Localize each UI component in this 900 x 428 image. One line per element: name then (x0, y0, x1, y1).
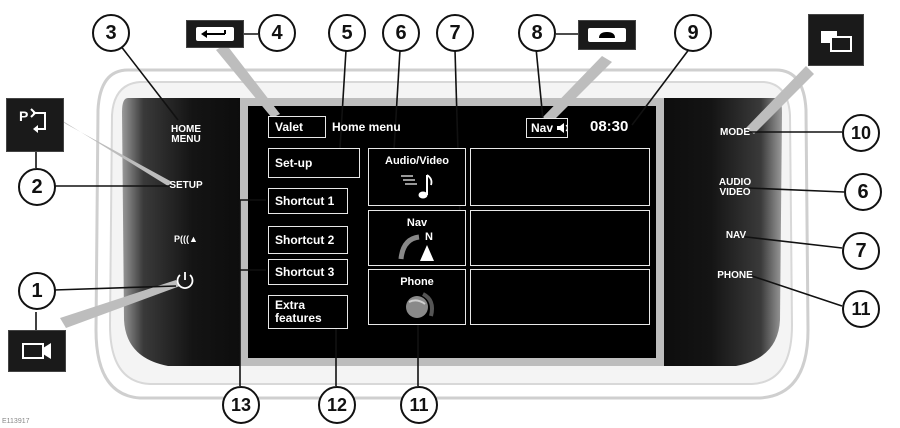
nav-status-label: Nav (531, 121, 554, 135)
phone-hangup-icon (588, 28, 626, 42)
compass-icon (398, 234, 434, 261)
mode-key[interactable] (808, 14, 864, 66)
callout-7: 7 (436, 14, 474, 52)
audio-video-tile[interactable]: Audio/Video (368, 148, 466, 206)
phone-tile-label: Phone (400, 276, 434, 288)
nav-label[interactable]: NAV (725, 230, 747, 241)
callout-4: 4 (258, 14, 296, 52)
empty-panel-1 (470, 148, 650, 206)
callout-7-right: 7 (842, 232, 880, 270)
callout-6: 6 (382, 14, 420, 52)
callout-8: 8 (518, 14, 556, 52)
home-menu-label-line2: MENU (171, 134, 201, 145)
phone-tile[interactable]: Phone (368, 269, 466, 325)
callout-13: 13 (222, 386, 260, 424)
home-menu-label[interactable]: HOME MENU (162, 125, 210, 145)
extra-features-line1: Extra (275, 298, 306, 312)
pointer-beam-camera (60, 280, 180, 328)
svg-text:P: P (19, 108, 28, 124)
return-arrow-icon (196, 27, 234, 41)
pointer-beam-mode (746, 66, 814, 134)
callout-6-right: 6 (844, 173, 882, 211)
park-setup-key[interactable]: P (6, 98, 64, 152)
park-setup-icon: P (19, 108, 46, 133)
setup-label[interactable]: SETUP (169, 180, 203, 191)
figure-code: E113917 (2, 418, 30, 425)
shortcut-2-button[interactable]: Shortcut 2 (268, 226, 348, 254)
empty-panel-2 (470, 210, 650, 266)
extra-features-line2: features (275, 311, 322, 325)
shortcut-3-button[interactable]: Shortcut 3 (268, 259, 348, 285)
bezel-outline-outer (94, 68, 810, 400)
globe-phone-icon (406, 292, 434, 318)
home-menu-label-line1: HOME (171, 124, 201, 135)
screen-title: Home menu (332, 120, 401, 134)
power-icon[interactable] (174, 269, 196, 291)
phone-label[interactable]: PHONE (717, 270, 753, 281)
pointer-beam-setup (58, 118, 172, 186)
nav-tile-label: Nav (406, 217, 428, 229)
empty-panel-3 (470, 269, 650, 325)
hangup-key[interactable] (578, 20, 636, 50)
pointer-beam-hangup (542, 56, 612, 124)
extra-features-button[interactable]: Extra features (268, 295, 348, 329)
audio-video-label-line2: VIDEO (719, 187, 751, 198)
compass-north-label: N (425, 231, 433, 243)
camera-icon (22, 343, 51, 359)
callout-3: 3 (92, 14, 130, 52)
setup-button[interactable]: Set-up (268, 148, 360, 178)
audio-video-label[interactable]: AUDIO VIDEO (708, 178, 762, 198)
nav-tile[interactable]: Nav N (368, 210, 466, 266)
callout-2: 2 (18, 168, 56, 206)
callout-5: 5 (328, 14, 366, 52)
callout-9: 9 (674, 14, 712, 52)
callout-10: 10 (842, 114, 880, 152)
left-panel-shape (122, 98, 240, 366)
audio-video-tile-label: Audio/Video (385, 155, 449, 167)
music-note-icon (401, 174, 433, 199)
audio-video-label-line1: AUDIO (718, 177, 752, 188)
callout-1: 1 (18, 272, 56, 310)
pointer-beam-back (216, 44, 280, 118)
park-assist-label[interactable]: P(((▲ (174, 234, 198, 244)
clock: 08:30 (590, 118, 629, 135)
back-key[interactable] (186, 20, 244, 48)
valet-button[interactable]: Valet (268, 116, 326, 138)
right-panel-shape (664, 98, 782, 366)
dual-view-icon (821, 31, 852, 52)
callout-11-right: 11 (842, 290, 880, 328)
nav-audio-status-button[interactable]: Nav (526, 118, 568, 138)
callout-12: 12 (318, 386, 356, 424)
callout-11-bottom: 11 (400, 386, 438, 424)
shortcut-1-button[interactable]: Shortcut 1 (268, 188, 348, 214)
camera-key[interactable] (8, 330, 66, 372)
mode-label[interactable]: MODE (720, 127, 750, 138)
volume-icon (557, 123, 567, 133)
